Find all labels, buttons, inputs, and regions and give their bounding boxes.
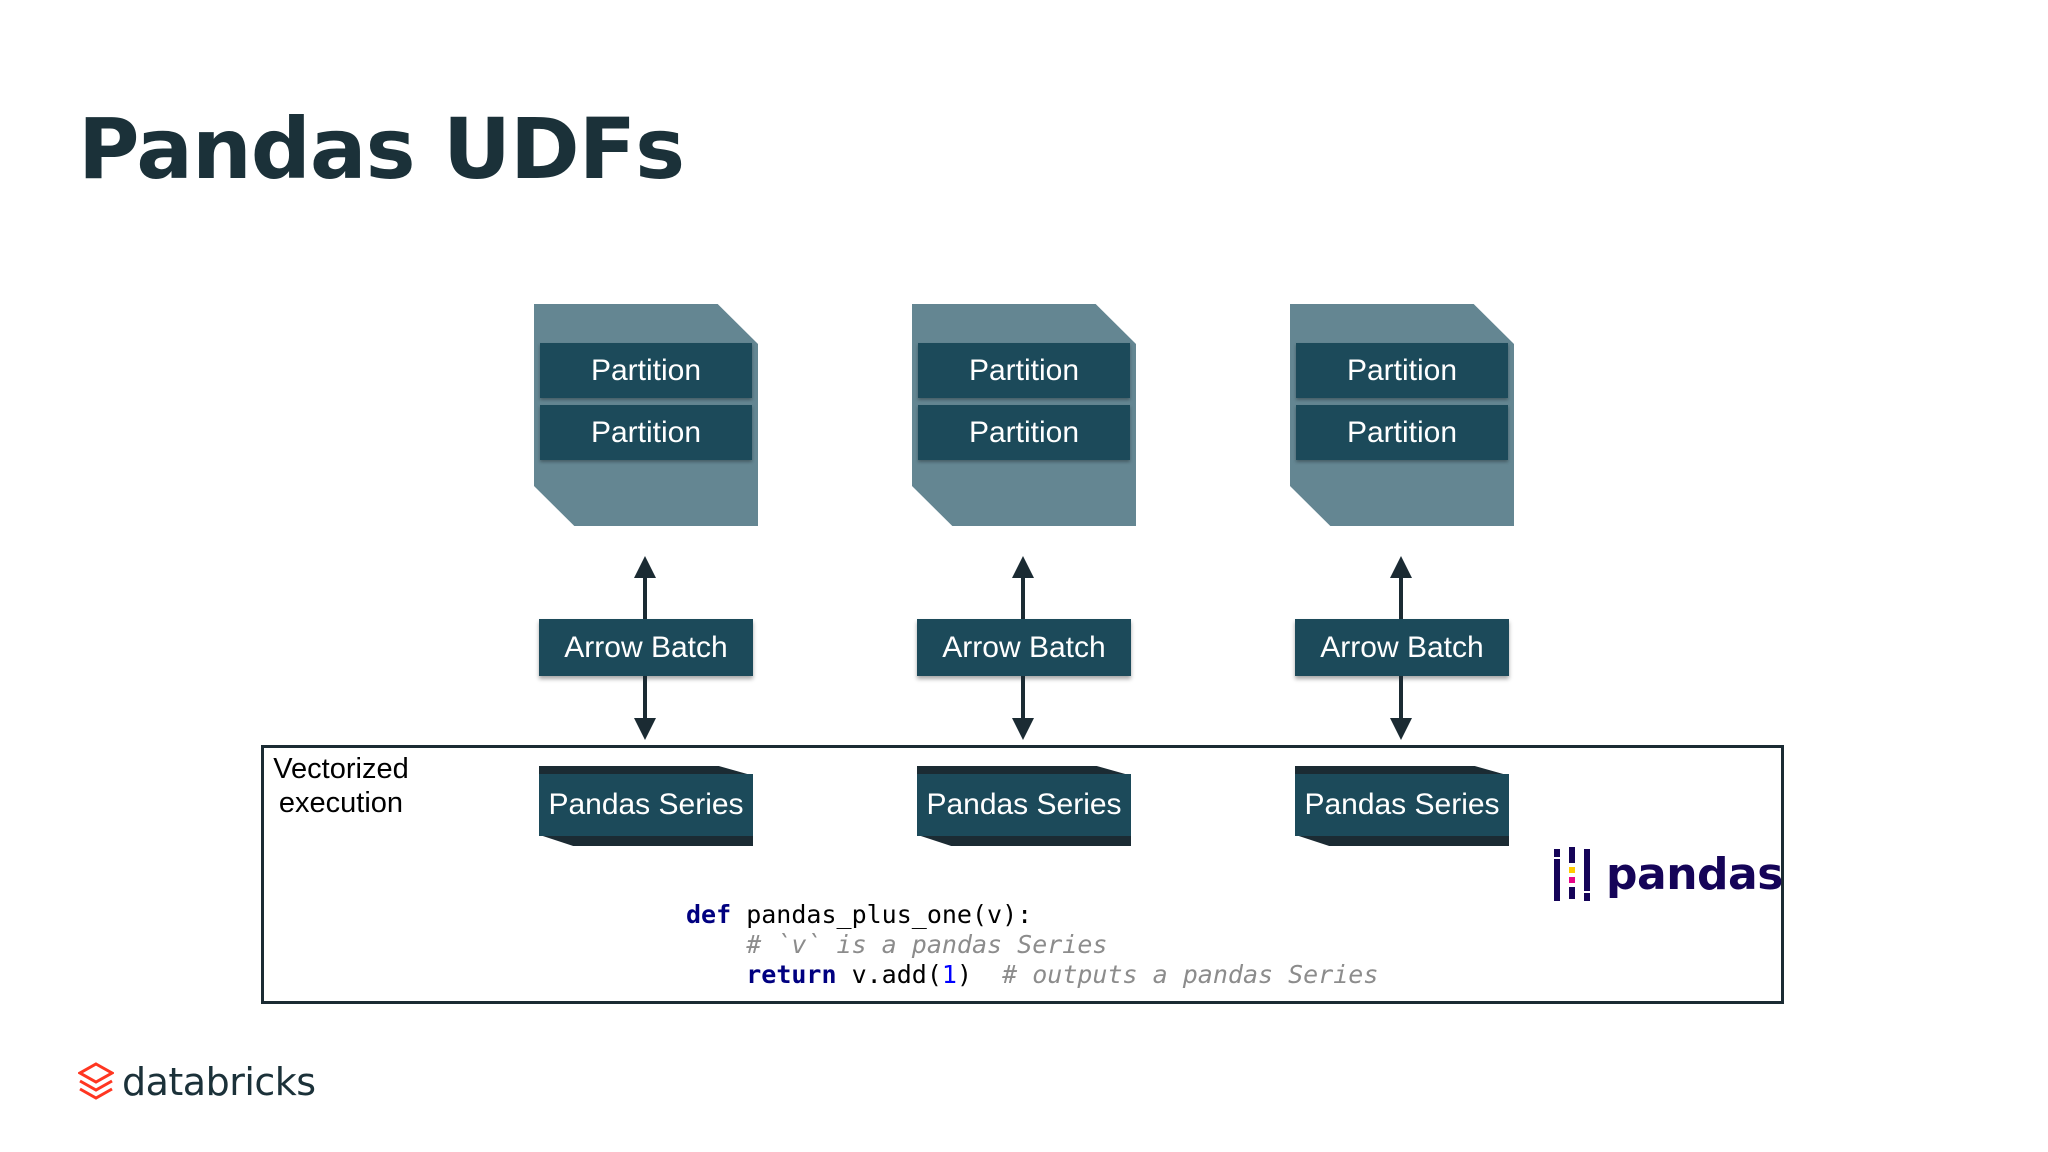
pandas-series-label-2: Pandas Series xyxy=(917,774,1131,836)
code-def-keyword: def xyxy=(686,900,732,929)
pandas-series-1: Pandas Series xyxy=(539,766,753,846)
pandas-logo-icon xyxy=(1554,847,1590,901)
code-comment-1: # `v` is a pandas Series xyxy=(746,930,1108,959)
partition-1b: Partition xyxy=(540,405,752,460)
pandas-series-label-1: Pandas Series xyxy=(539,774,753,836)
arrow-down-2 xyxy=(1012,676,1034,740)
partition-3b: Partition xyxy=(1296,405,1508,460)
code-comment-2: # outputs a pandas Series xyxy=(1002,960,1379,989)
arrow-up-2 xyxy=(1012,556,1034,620)
vectorized-execution-label: Vectorized execution xyxy=(273,753,409,819)
arrow-batch-2: Arrow Batch xyxy=(917,619,1131,676)
arrow-batch-3: Arrow Batch xyxy=(1295,619,1509,676)
pandas-series-3: Pandas Series xyxy=(1295,766,1509,846)
databricks-logo: databricks xyxy=(78,1060,316,1104)
databricks-logo-text: databricks xyxy=(122,1060,316,1104)
partition-2b: Partition xyxy=(918,405,1130,460)
pandas-logo-text: pandas xyxy=(1606,848,1783,900)
vectorized-execution-box xyxy=(261,745,1784,1004)
code-number: 1 xyxy=(941,960,957,989)
arrow-up-3 xyxy=(1390,556,1412,620)
code-return-expression: v.add( xyxy=(836,960,942,989)
code-close-paren: ) xyxy=(956,960,973,989)
partition-2a: Partition xyxy=(918,343,1130,398)
code-function-signature: pandas_plus_one(v): xyxy=(731,900,1033,929)
arrow-down-1 xyxy=(634,676,656,740)
databricks-logo-icon xyxy=(78,1062,114,1100)
code-return-keyword: return xyxy=(746,960,837,989)
arrow-up-1 xyxy=(634,556,656,620)
pandas-series-label-3: Pandas Series xyxy=(1295,774,1509,836)
arrow-batch-1: Arrow Batch xyxy=(539,619,753,676)
page-title: Pandas UDFs xyxy=(78,100,685,198)
code-snippet: def pandas_plus_one(v): # `v` is a panda… xyxy=(686,900,1378,990)
partition-1a: Partition xyxy=(540,343,752,398)
pandas-series-2: Pandas Series xyxy=(917,766,1131,846)
partition-3a: Partition xyxy=(1296,343,1508,398)
arrow-down-3 xyxy=(1390,676,1412,740)
pandas-logo: pandas xyxy=(1552,845,1783,903)
